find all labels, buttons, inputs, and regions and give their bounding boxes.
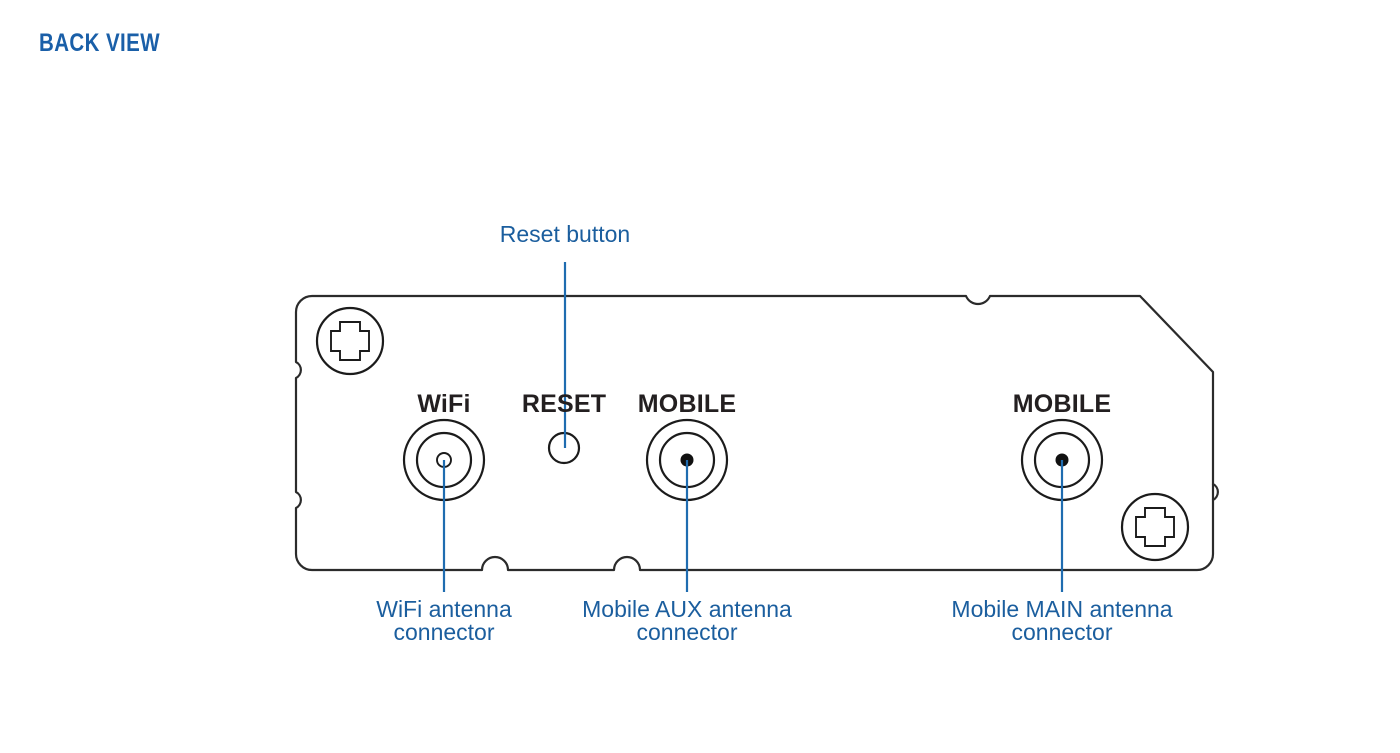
panel-label-reset: RESET xyxy=(522,390,606,418)
callout-mobile-main-line-2: connector xyxy=(1011,619,1112,645)
callout-mobile-aux-antenna-connector: Mobile AUX antenna connector xyxy=(582,596,792,645)
page-title: BACK VIEW xyxy=(39,29,161,57)
screw-top-left xyxy=(315,306,385,376)
callout-mobile-main-line-1: Mobile MAIN antenna xyxy=(951,596,1172,622)
callout-mobile-main-antenna-connector: Mobile MAIN antenna connector xyxy=(951,596,1172,645)
panel-label-mobile-main: MOBILE xyxy=(1013,390,1111,418)
callout-mobile-aux-line-2: connector xyxy=(636,619,737,645)
callout-wifi-antenna-connector: WiFi antenna connector xyxy=(376,596,512,645)
screw-bottom-right xyxy=(1120,492,1190,562)
device-outline xyxy=(294,294,1219,572)
callout-mobile-aux-line-1: Mobile AUX antenna xyxy=(582,596,792,622)
callout-wifi-line-2: connector xyxy=(393,619,494,645)
panel-label-wifi: WiFi xyxy=(417,390,470,418)
callout-wifi-line-1: WiFi antenna xyxy=(376,596,512,622)
panel-label-mobile-aux: MOBILE xyxy=(638,390,736,418)
callout-reset-button: Reset button xyxy=(500,221,630,247)
